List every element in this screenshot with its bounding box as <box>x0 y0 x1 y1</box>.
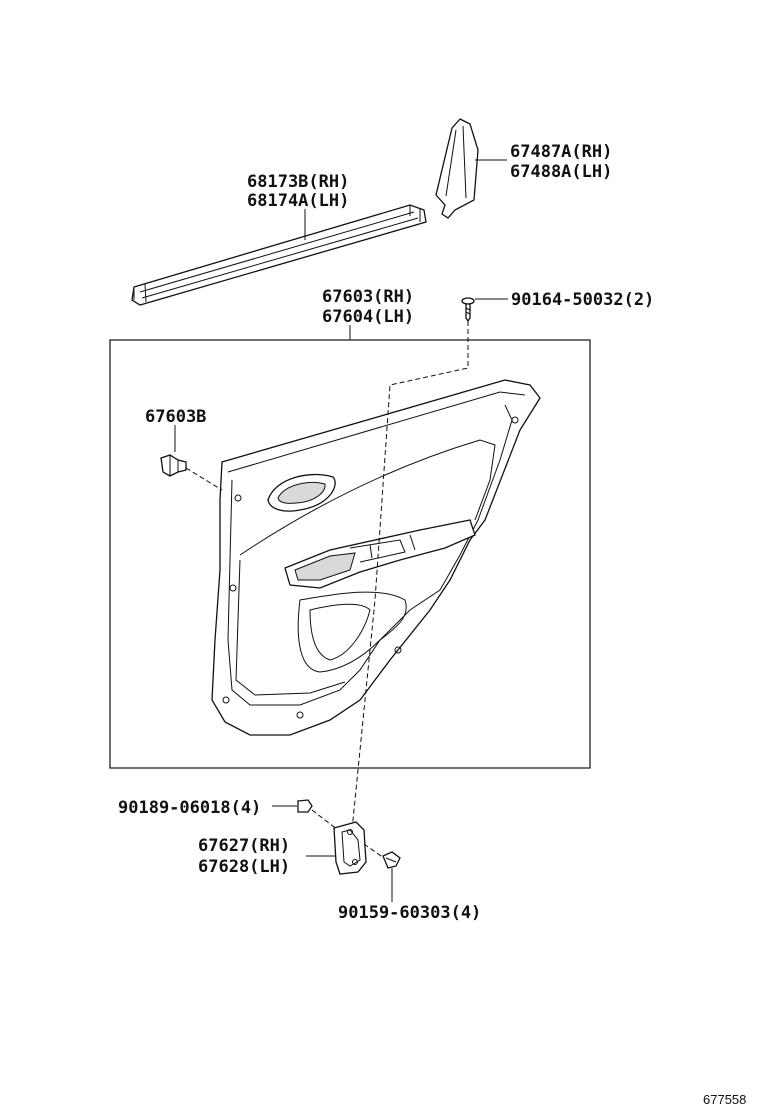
label-67628: 67628(LH) <box>198 857 290 877</box>
label-68174a: 68174A(LH) <box>247 191 349 211</box>
label-67627: 67627(RH) <box>198 836 290 856</box>
label-67488a: 67488A(LH) <box>510 162 612 182</box>
label-67604: 67604(LH) <box>322 307 414 327</box>
label-67603: 67603(RH) <box>322 287 414 307</box>
weatherstrip-part <box>131 204 427 306</box>
door-trim-panel <box>211 379 541 736</box>
panel-assembly-box <box>109 339 591 769</box>
label-90164-50032: 90164-50032(2) <box>511 290 654 310</box>
label-67487a: 67487A(RH) <box>510 142 612 162</box>
dashed-line-screw-bottom <box>363 843 385 859</box>
dashed-line-nut <box>311 809 339 831</box>
clip-part <box>160 454 187 477</box>
dashed-line-screw-top <box>351 321 469 831</box>
label-90189-06018: 90189-06018(4) <box>118 798 261 818</box>
cover-part <box>435 118 479 219</box>
dashed-line-clip <box>185 467 223 491</box>
diagram-id: 677558 <box>703 1092 746 1107</box>
label-67603b: 67603B <box>145 407 206 427</box>
label-90159-60303: 90159-60303(4) <box>338 903 481 923</box>
screw-top-part <box>461 297 475 323</box>
nut-part <box>297 799 313 813</box>
screw-bottom-part <box>382 851 401 869</box>
label-68173b: 68173B(RH) <box>247 172 349 192</box>
bracket-part <box>333 821 367 875</box>
